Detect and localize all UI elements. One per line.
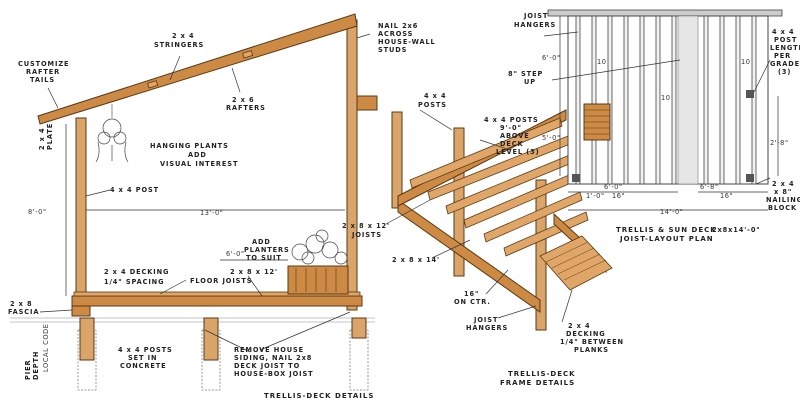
joist	[409, 117, 563, 189]
label-hanging-plants: HANGING PLANTS ADD VISUAL INTEREST	[150, 142, 238, 168]
label-dim-6-0-side: 6'-0"	[542, 54, 561, 62]
plan-frame	[567, 15, 769, 185]
label-add-planters: ADD PLANTERS TO SUIT	[244, 238, 293, 262]
label-rafters: 2 x 6 RAFTERS	[226, 96, 266, 112]
post-footing-right	[351, 317, 367, 339]
label-pier-depth: PIER	[24, 360, 32, 380]
post-footing-mid	[203, 317, 219, 361]
label-dim-14: 14'-0"	[660, 208, 683, 216]
label-customize-rafter-tails: CUSTOMIZE RAFTER TAILS	[18, 60, 73, 84]
label-height: 8'-0"	[28, 208, 47, 216]
step-up-zone	[677, 15, 699, 185]
label-frame-hangers: JOIST HANGERS	[466, 316, 508, 332]
plan-post	[746, 174, 754, 182]
grid-label: 10	[661, 94, 671, 102]
label-remove-siding: REMOVE HOUSE SIDING, NAIL 2x8 DECK JOIST…	[234, 346, 315, 378]
label-dim-5-0: 5'-0"	[542, 134, 561, 142]
label-nail: NAIL 2x6 ACROSS HOUSE-WALL STUDS	[378, 22, 439, 54]
frame-view: 4 x 4 POSTS 4 x 4 POSTS 9'-0" ABOVE DECK…	[342, 92, 627, 387]
label-width: 13'-0"	[200, 209, 223, 217]
decking	[73, 291, 361, 297]
label-span: 6'-0"	[226, 250, 245, 258]
plan-ledger	[547, 9, 783, 17]
label-pier-depth-2: DEPTH	[32, 351, 40, 380]
label-step-up: 8" STEP UP	[508, 70, 546, 86]
hanging-plant	[95, 118, 129, 163]
label-post-length: 4 x 4 POST LENGTH PER GRADE (3)	[770, 28, 800, 76]
label-frame-decking: 2 x 4 DECKING 1/4" BETWEEN PLANKS	[560, 322, 627, 354]
pier-right	[349, 329, 369, 391]
label-rim: 2 x 8 x 14'	[392, 256, 440, 264]
post-4x4	[75, 117, 87, 309]
label-plan-hangers: JOIST HANGERS	[514, 12, 556, 29]
post-footing-left	[79, 317, 95, 361]
caption-section: TRELLIS-DECK DETAILS	[264, 392, 374, 400]
planter-box	[287, 265, 349, 295]
label-frame-posts: 4 x 4 POSTS	[418, 92, 450, 109]
grid-label: 10	[741, 58, 751, 66]
label-plate: 2 x 4	[38, 127, 46, 150]
label-plan-joist: 2x8x14'-0"	[712, 226, 761, 234]
stringer	[147, 80, 159, 89]
label-dim-1-0: 1'-0"	[586, 192, 605, 200]
rafter	[37, 13, 358, 125]
joist	[483, 191, 583, 243]
decking-planks	[539, 235, 613, 291]
label-dim-16-b: 16"	[720, 192, 733, 200]
caption-plan: TRELLIS & SUN DECK JOIST-LAYOUT PLAN	[616, 226, 720, 243]
label-nailing-block: 2 x 4 x 8" NAILING BLOCK	[766, 180, 800, 212]
fascia	[71, 305, 91, 317]
plan-post	[746, 90, 754, 98]
label-fascia: 2 x 8 FASCIA	[8, 300, 39, 316]
label-plate-2: PLATE	[46, 123, 54, 150]
rim-joist	[397, 199, 541, 313]
plan-view: JOIST HANGERS 8" STEP UP 4 x 4 POST LENG…	[508, 9, 800, 243]
label-decking: 2 x 4 DECKING 1/4" SPACING	[104, 268, 173, 286]
grid-label: 10	[597, 58, 607, 66]
section-view: CUSTOMIZE RAFTER TAILS 2 x 4 STRINGERS 2…	[8, 13, 439, 400]
floor-joist	[71, 295, 363, 307]
label-dim-6-0-bottom: 6'-0"	[604, 183, 623, 191]
label-local-code: LOCAL CODE	[42, 323, 50, 372]
label-dim-16: 16"	[612, 192, 625, 200]
stringer	[242, 50, 254, 59]
label-frame-joists: 2 x 8 x 12' JOISTS	[342, 222, 393, 239]
house-ledger	[356, 95, 378, 111]
label-dim-2-8: 2'-8"	[770, 139, 789, 147]
label-post: 4 x 4 POST	[110, 186, 159, 194]
plan-decking-patch	[583, 103, 611, 141]
label-dim-6-8: 6'-8"	[700, 183, 719, 191]
plan-post	[572, 174, 580, 182]
label-on-ctr: 16" ON CTR.	[454, 290, 491, 306]
label-posts-concrete: 4 x 4 POSTS SET IN CONCRETE	[118, 346, 176, 370]
post-back-left	[391, 111, 403, 209]
label-stringers: 2 x 4 STRINGERS	[154, 32, 204, 49]
caption-frame: TRELLIS-DECK FRAME DETAILS	[500, 370, 579, 387]
planter-foliage	[291, 229, 348, 265]
label-posts-above: 4 x 4 POSTS 9'-0" ABOVE DECK LEVEL (3)	[484, 116, 542, 156]
label-floor-joists: 2 x 8 x 12' FLOOR JOISTS	[190, 268, 281, 285]
